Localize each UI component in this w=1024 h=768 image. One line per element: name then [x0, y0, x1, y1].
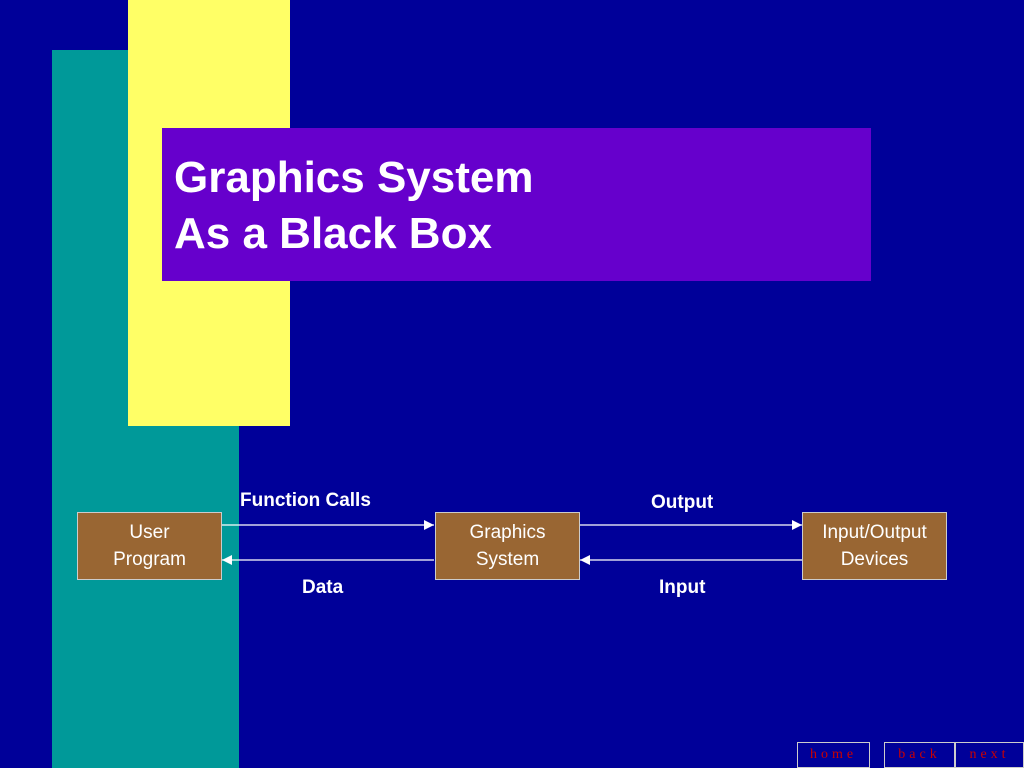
node-graphics-system-line1: Graphics: [469, 522, 546, 543]
node-io-devices: Input/Output Devices: [802, 512, 947, 580]
label-function-calls: Function Calls: [240, 490, 371, 511]
label-data: Data: [302, 577, 344, 598]
node-io-devices-line2: Devices: [840, 549, 909, 570]
nav-back-button[interactable]: back: [884, 742, 955, 768]
nav-next-button[interactable]: next: [955, 742, 1024, 768]
node-io-devices-line1: Input/Output: [822, 522, 927, 543]
label-input: Input: [659, 577, 706, 598]
node-graphics-system: Graphics System: [435, 512, 580, 580]
node-user-program-line2: Program: [113, 549, 186, 570]
slide-title-line-1: Graphics System: [174, 153, 534, 202]
nav-home-button[interactable]: home: [797, 742, 870, 768]
node-graphics-system-line2: System: [475, 549, 540, 570]
slide-title-box: Graphics System As a Black Box: [162, 128, 871, 281]
node-user-program: User Program: [77, 512, 222, 580]
label-output: Output: [651, 492, 714, 513]
node-user-program-line1: User: [129, 522, 170, 543]
slide-title-line-2: As a Black Box: [174, 209, 492, 258]
